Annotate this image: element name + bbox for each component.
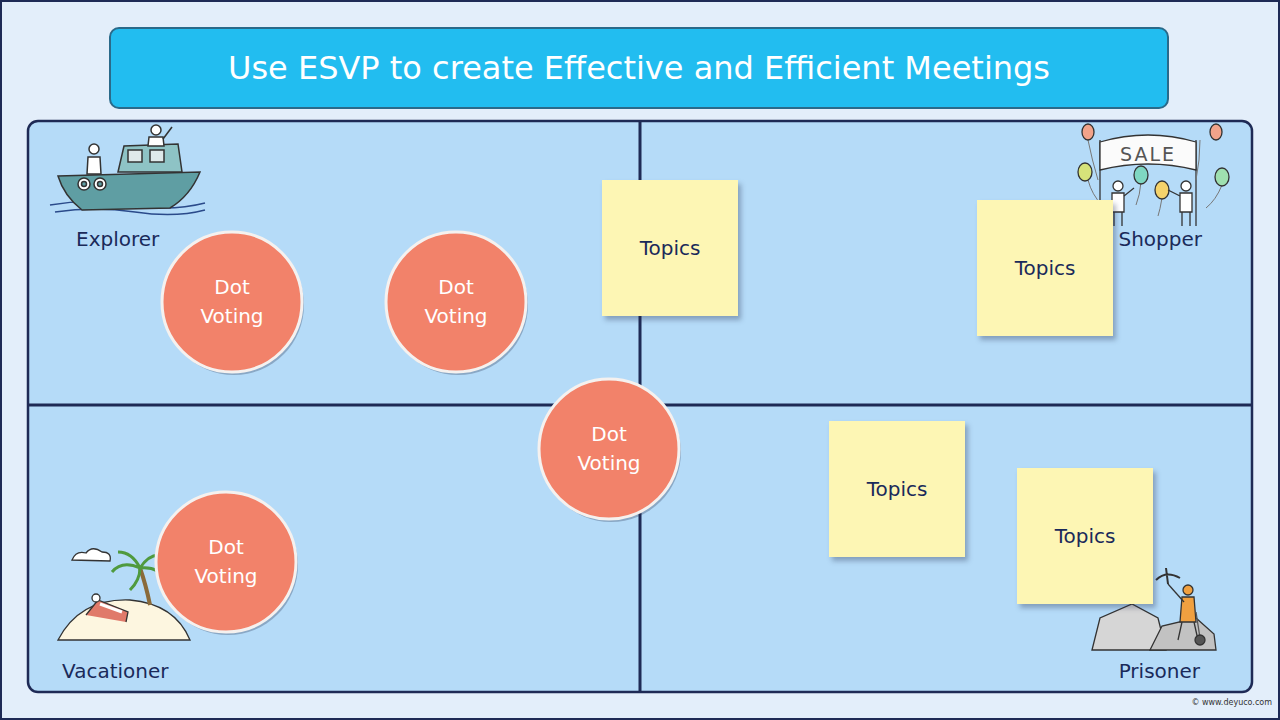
circle-fill <box>539 379 679 519</box>
circle-outline <box>160 230 304 374</box>
dot-voting-circle: Dot Voting <box>154 490 298 634</box>
matrix-panel <box>28 121 1252 692</box>
title-banner <box>110 28 1168 108</box>
copyright-note: © www.deyuco.com <box>1191 698 1272 707</box>
topic-text: Topics <box>1055 524 1116 548</box>
title-text: Use ESVP to create Effective and Efficie… <box>228 49 1050 87</box>
sign-text: SALE <box>1120 143 1176 165</box>
topic-sticky-note: Topics <box>829 421 965 557</box>
circle-fill <box>386 232 526 372</box>
topic-sticky-note: Topics <box>1017 468 1153 604</box>
quadrant-region: ExplorerDot Voting Dot Voting <box>28 121 640 405</box>
dot-voting-text: Dot Voting <box>408 273 504 331</box>
circle-fill <box>156 492 296 632</box>
circle-outline <box>537 377 681 521</box>
circle-outline <box>154 490 298 634</box>
quadrant-label: Vacationer <box>62 659 168 683</box>
circle-outline <box>384 230 528 374</box>
quadrant-label: Shopper <box>1118 227 1202 251</box>
topic-text: Topics <box>640 236 701 260</box>
topic-text: Topics <box>867 477 928 501</box>
dot-voting-circle: Dot Voting <box>537 377 681 521</box>
dot-voting-text: Dot Voting <box>184 273 280 331</box>
dot-voting-text: Dot Voting <box>561 420 657 478</box>
quadrant-region: Vacationer Dot Voting <box>28 405 640 692</box>
dot-voting-text: Dot Voting <box>178 533 274 591</box>
circle-fill <box>162 232 302 372</box>
dot-voting-circle: Dot Voting <box>160 230 304 374</box>
quadrant-region: PrisonerTopicsTopics <box>640 405 1252 692</box>
boat-illustration <box>50 125 205 215</box>
topic-text: Topics <box>1015 256 1076 280</box>
topic-sticky-note: Topics <box>602 180 738 316</box>
topic-sticky-note: Topics <box>977 200 1113 336</box>
quadrant-label: Prisoner <box>1119 659 1200 683</box>
quadrant-label: Explorer <box>76 227 159 251</box>
dot-voting-circle: Dot Voting <box>384 230 528 374</box>
